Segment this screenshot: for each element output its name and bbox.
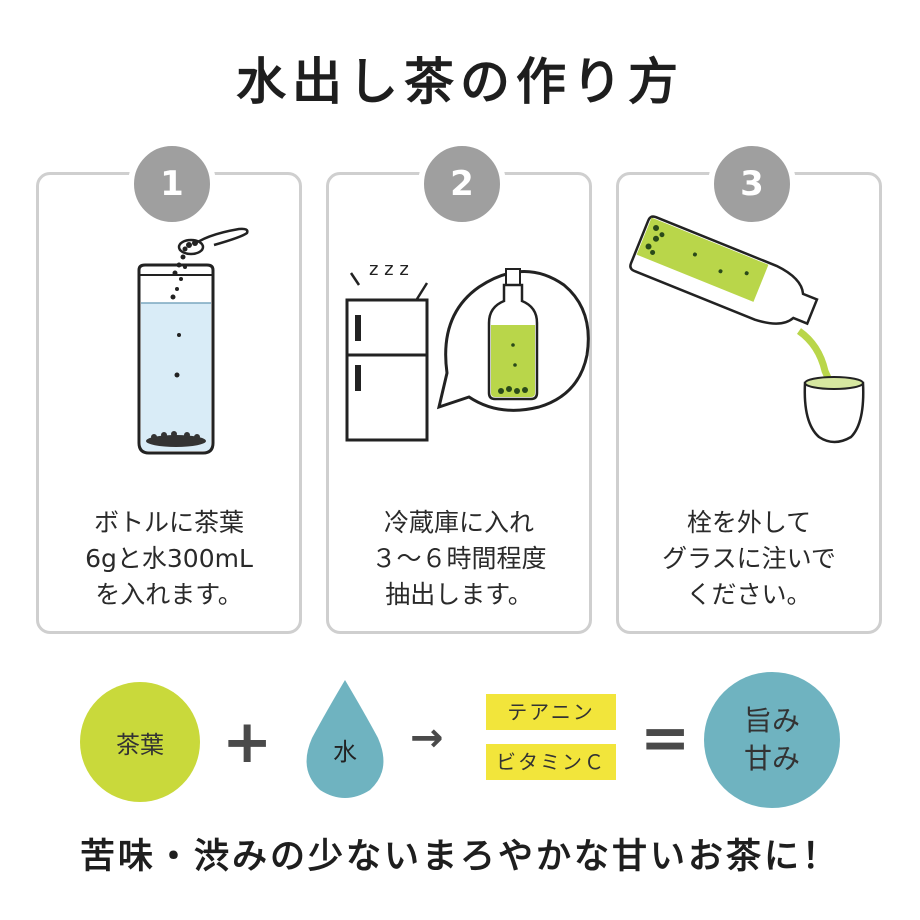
equals-sign: =	[640, 703, 691, 773]
fridge-with-bottle-illustration: z z z	[345, 259, 590, 442]
umami-label: 旨み	[743, 704, 800, 737]
step-1-number-badge: 1	[128, 140, 216, 228]
sweetness-label: 甘み	[743, 742, 800, 775]
step-2-text: 冷蔵庫に入れ ３～６時間程度 抽出します。	[371, 508, 547, 609]
step-1-text: ボトルに茶葉 6gと水300mL を入れます。	[85, 508, 253, 609]
step-3-card: 栓を外して グラスに注いで ください。	[616, 172, 882, 634]
step-1-card: ボトルに茶葉 6gと水300mL を入れます。	[36, 172, 302, 634]
water-label: 水	[333, 738, 357, 766]
tea-leaves-circle: 茶葉	[80, 682, 200, 802]
theanine-tag: テアニン	[486, 694, 616, 730]
step-3-number-badge: 3	[708, 140, 796, 228]
tagline: 苦味・渋みの少ないまろやかな甘いお茶に！	[79, 837, 840, 877]
water-drop-icon	[306, 680, 384, 798]
page-title: 水出し茶の作り方	[236, 53, 684, 111]
vitamin-c-tag: ビタミンＣ	[486, 744, 616, 780]
arrow-icon: →	[410, 715, 444, 761]
plus-sign: +	[222, 707, 273, 777]
step-2-card: z z z 冷蔵庫に入れ ３～６時間程度 抽出します。	[326, 172, 592, 634]
result-circle: 旨み 甘み	[704, 672, 840, 808]
step-2-number-badge: 2	[418, 140, 506, 228]
pouring-tea-illustration	[629, 215, 865, 444]
step-3-text: 栓を外して グラスに注いで ください。	[662, 508, 836, 609]
tea-leaves-label: 茶葉	[116, 730, 164, 759]
sleep-z-text: z z z	[369, 259, 409, 280]
bottle-with-tea-leaves-illustration	[137, 227, 249, 455]
